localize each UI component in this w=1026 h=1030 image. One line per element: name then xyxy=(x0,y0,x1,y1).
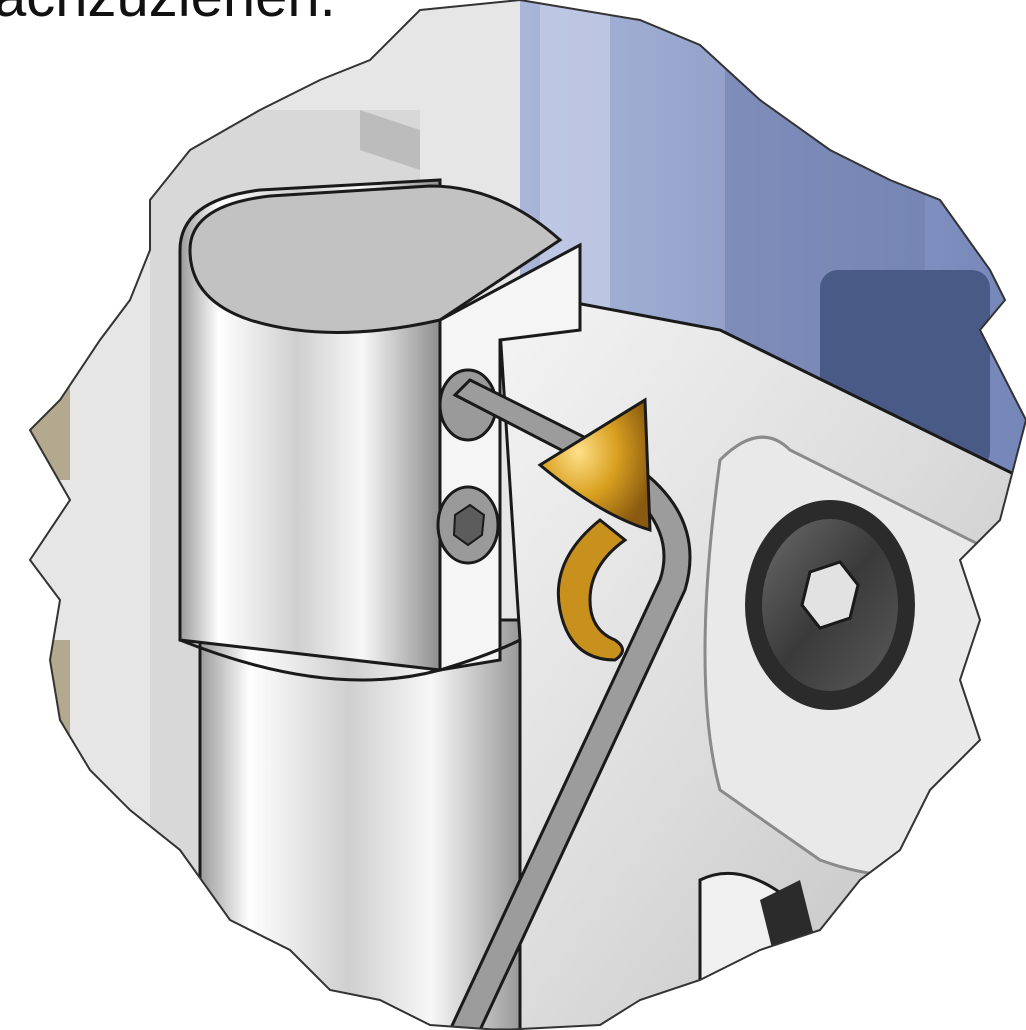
detail-callout-outline xyxy=(28,0,1026,1030)
rotate-clockwise-arrow-icon xyxy=(537,397,652,662)
stone-wall xyxy=(30,380,70,480)
countersunk-hex-screw-icon xyxy=(745,500,915,710)
instruction-caption: achzuziehen. xyxy=(0,0,336,26)
